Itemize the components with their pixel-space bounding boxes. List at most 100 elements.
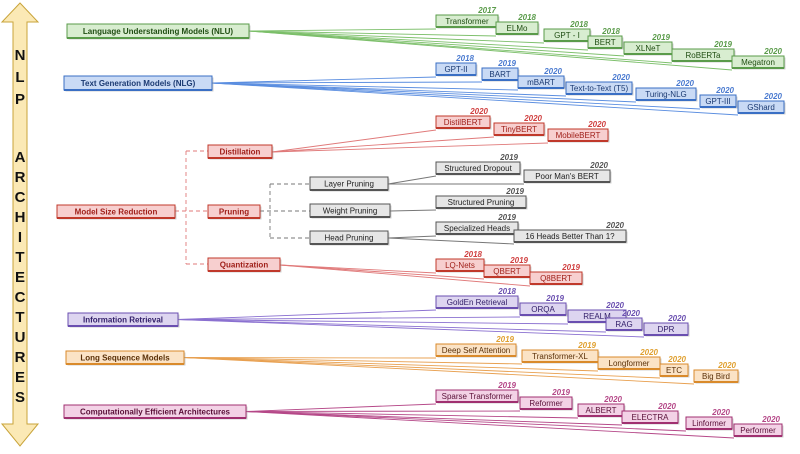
connector-lines [175, 28, 739, 439]
connector-structured-pruning [389, 209, 437, 212]
model-distilbert: DistilBERT [435, 115, 492, 130]
category-text-generation-models-nlg: Text Generation Models (NLG) [63, 75, 214, 92]
pruning-type-weight-pruning: Weight Pruning [309, 203, 392, 219]
model-gpt-ii: GPT-II [435, 62, 478, 77]
subcategory-distillation: Distillation [207, 144, 274, 160]
pruning-type-layer-pruning-label: Layer Pruning [324, 180, 374, 189]
category-computationally-efficient-architectures: Computationally Efficient Architectures [63, 404, 248, 420]
category-information-retrieval: Information Retrieval [67, 312, 180, 328]
model-gpt-ii-label: GPT-II [444, 65, 467, 74]
model-transformer-xl: Transformer-XL [521, 349, 600, 364]
model-longformer-label: Longformer [609, 359, 650, 368]
side-title-letter: H [15, 209, 26, 226]
model-poor-man-s-bert-label: Poor Man's BERT [535, 172, 599, 181]
connector-albert [245, 411, 579, 419]
connector-elmo [248, 30, 497, 37]
side-title-letter: C [15, 189, 26, 206]
year-label: 2018 [463, 250, 482, 259]
year-label: 2018 [601, 27, 620, 36]
category-computationally-efficient-architectures-label: Computationally Efficient Architectures [80, 408, 231, 417]
connector-performer [245, 411, 735, 439]
model-big-bird: Big Bird [693, 369, 740, 384]
model-16-heads-better-than-1: 16 Heads Better Than 1? [513, 229, 628, 244]
model-mbart-label: mBART [527, 78, 555, 87]
connector-golden-retrieval [177, 309, 437, 320]
connector-mbart [211, 82, 519, 91]
category-model-size-reduction: Model Size Reduction [56, 204, 177, 220]
year-label: 2019 [713, 40, 732, 49]
model-gpt-i: GPT - I [543, 28, 592, 43]
model-dpr: DPR [643, 322, 690, 337]
model-specialized-heads: Specialized Heads [435, 221, 520, 236]
category-language-understanding-models-nlu: Language Understanding Models (NLU) [66, 23, 251, 40]
connector-longformer [183, 357, 599, 372]
year-label: 2020 [667, 355, 686, 364]
connector-bart [211, 81, 483, 84]
year-label: 2020 [675, 79, 694, 88]
model-distilbert-label: DistilBERT [444, 118, 483, 127]
subcategory-distillation-label: Distillation [220, 148, 261, 157]
model-gshard-label: GShard [747, 103, 775, 112]
model-structured-dropout: Structured Dropout [435, 161, 522, 176]
subcategory-pruning-label: Pruning [219, 208, 249, 217]
model-bert-label: BERT [594, 38, 615, 47]
year-label: 2020 [715, 86, 734, 95]
model-performer-label: Performer [740, 426, 776, 435]
year-label: 2020 [605, 301, 624, 310]
connector-sparse-transformer [245, 403, 437, 412]
model-longformer: Longformer [597, 356, 662, 371]
year-label: 2019 [651, 33, 670, 42]
year-label: 2018 [569, 20, 588, 29]
model-linformer-label: Linformer [692, 419, 726, 428]
model-electra-label: ELECTRA [632, 413, 670, 422]
category-long-sequence-models: Long Sequence Models [65, 350, 186, 366]
connector-electra [245, 411, 623, 426]
connector-realm [177, 319, 569, 325]
model-16-heads-better-than-1-label: 16 Heads Better Than 1? [525, 232, 615, 241]
model-big-bird-label: Big Bird [702, 372, 730, 381]
side-title-letter: R [15, 169, 26, 186]
model-electra: ELECTRA [621, 410, 680, 425]
model-performer: Performer [733, 423, 784, 438]
side-title-letter: S [15, 389, 25, 406]
connector-transformer-xl [183, 357, 523, 365]
subcategory-quantization-label: Quantization [220, 261, 269, 270]
connector-gpt-iii [211, 82, 701, 110]
model-xlnet: XLNeT [623, 41, 674, 56]
model-lq-nets-label: LQ-Nets [445, 261, 475, 270]
connector-tinybert [271, 136, 495, 153]
pruning-type-head-pruning-label: Head Pruning [325, 234, 374, 243]
year-label: 2018 [497, 287, 516, 296]
connector-turing-nlg [211, 82, 637, 103]
year-label: 2020 [761, 415, 780, 424]
year-label: 2020 [657, 402, 676, 411]
model-sparse-transformer-label: Sparse Transformer [442, 392, 513, 401]
category-text-generation-models-nlg-label: Text Generation Models (NLG) [81, 79, 196, 88]
year-label: 2020 [639, 348, 658, 357]
year-label: 2020 [587, 120, 606, 129]
model-gpt-i-label: GPT - I [554, 31, 580, 40]
year-label: 2018 [517, 13, 536, 22]
subcategory-quantization: Quantization [207, 257, 282, 273]
model-transformer-xl-label: Transformer-XL [532, 352, 588, 361]
connector-etc [183, 357, 661, 379]
year-label: 2019 [561, 263, 580, 272]
category-long-sequence-models-label: Long Sequence Models [80, 354, 170, 363]
connector-specialized-heads [387, 235, 437, 239]
model-text-to-text-t5: Text-to-Text (T5) [565, 81, 634, 96]
model-structured-dropout-label: Structured Dropout [444, 164, 512, 173]
connector-qbert [279, 264, 485, 280]
year-label: 2019 [505, 187, 524, 196]
model-golden-retrieval: GoldEn Retrieval [435, 295, 520, 310]
side-title-letter: N [15, 47, 26, 64]
model-bart-label: BART [489, 70, 510, 79]
side-double-arrow [0, 2, 40, 447]
model-mbart: mBART [517, 75, 566, 90]
model-mobilebert-label: MobileBERT [556, 131, 601, 140]
model-structured-pruning: Structured Pruning [435, 195, 528, 210]
year-label: 2019 [495, 335, 514, 344]
model-qbert-label: QBERT [493, 267, 521, 276]
year-label: 2020 [621, 309, 640, 318]
